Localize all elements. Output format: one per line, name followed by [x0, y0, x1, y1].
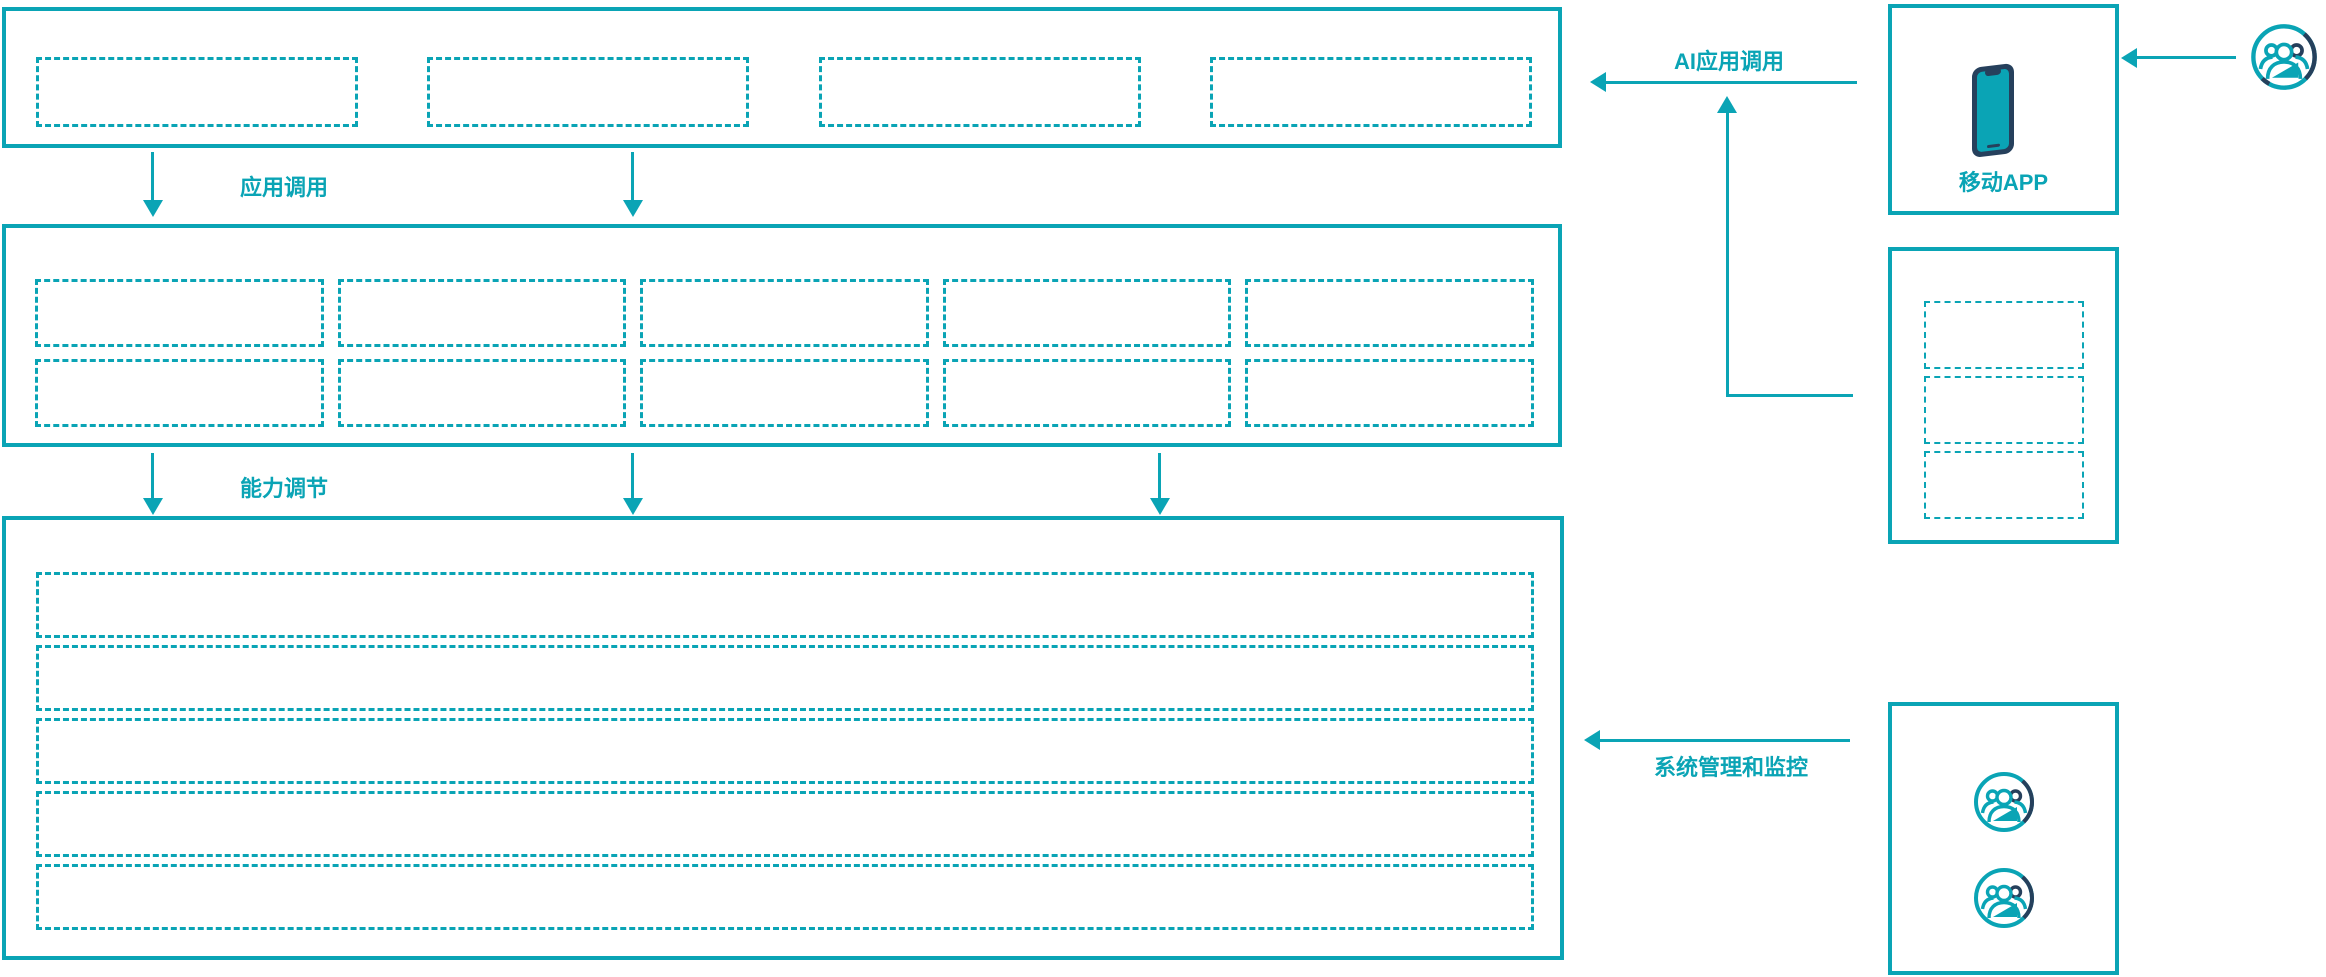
down-arrow-head	[143, 498, 163, 515]
left-arrow-head	[2121, 48, 2137, 68]
left-arrow-line	[1600, 739, 1850, 742]
service-slot-placeholder	[1923, 301, 2084, 369]
capability-placeholder	[337, 279, 627, 347]
left-arrow-line	[1606, 81, 1857, 84]
resource-layer-box	[2, 516, 1564, 960]
down-arrow-line	[631, 152, 634, 201]
app-layer-box	[2, 7, 1562, 148]
capability-placeholder	[1245, 359, 1534, 427]
service-slot-placeholder	[1923, 376, 2084, 444]
left-arrow-line	[2137, 56, 2236, 59]
down-arrow-head	[623, 200, 643, 217]
app-slot-placeholder	[36, 57, 358, 127]
users-icon	[2251, 24, 2317, 90]
app-slot-placeholder	[1209, 57, 1532, 127]
resource-row-placeholder	[36, 864, 1534, 930]
resource-row-placeholder	[36, 572, 1534, 638]
capability-placeholder	[1245, 279, 1534, 347]
capability-adjust-label: 能力调节	[240, 476, 329, 501]
mobile-phone-icon	[1972, 63, 2014, 157]
left-arrow-head	[1590, 72, 1606, 92]
users-icon	[1973, 868, 2034, 928]
capability-placeholder	[640, 279, 929, 347]
capability-placeholder	[942, 359, 1232, 427]
down-arrow-line	[631, 453, 634, 499]
resource-row-placeholder	[36, 718, 1534, 784]
service-box	[1888, 247, 2119, 544]
down-arrow-head	[143, 200, 163, 217]
service-slot-placeholder	[1923, 451, 2084, 519]
ai-app-call-label: AI应用调用	[1673, 49, 1784, 74]
down-arrow-head	[1150, 498, 1170, 515]
down-arrow-line	[151, 152, 154, 201]
app-call-label: 应用调用	[240, 175, 329, 200]
capability-placeholder	[640, 359, 929, 427]
capability-placeholder	[942, 279, 1232, 347]
capability-placeholder	[337, 359, 627, 427]
admin-users-box	[1888, 702, 2119, 975]
app-slot-placeholder	[427, 57, 750, 127]
down-arrow-head	[623, 498, 643, 515]
mobile-app-label: 移动APP	[1958, 170, 2049, 195]
resource-row-placeholder	[36, 791, 1534, 857]
capability-placeholder	[35, 359, 324, 427]
mobile-app-box: 移动APP	[1888, 4, 2119, 215]
down-arrow-line	[151, 453, 154, 499]
resource-row-placeholder	[36, 645, 1534, 711]
app-slot-placeholder	[818, 57, 1141, 127]
connector-vertical-line	[1726, 112, 1729, 397]
left-arrow-head	[1584, 730, 1600, 750]
system-monitor-label: 系统管理和监控	[1653, 755, 1808, 780]
capability-placeholder	[35, 279, 324, 347]
users-icon	[1973, 772, 2034, 832]
connector-horizontal-line	[1726, 394, 1853, 397]
capability-layer-box	[2, 224, 1562, 447]
up-arrow-head	[1717, 96, 1737, 113]
down-arrow-line	[1158, 453, 1161, 499]
